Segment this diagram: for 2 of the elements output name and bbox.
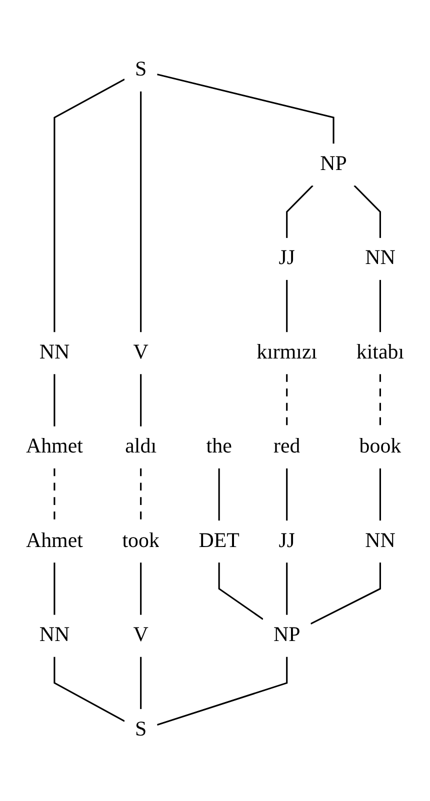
tree-label: NP [310, 144, 358, 186]
tree-label: NP [263, 615, 311, 658]
